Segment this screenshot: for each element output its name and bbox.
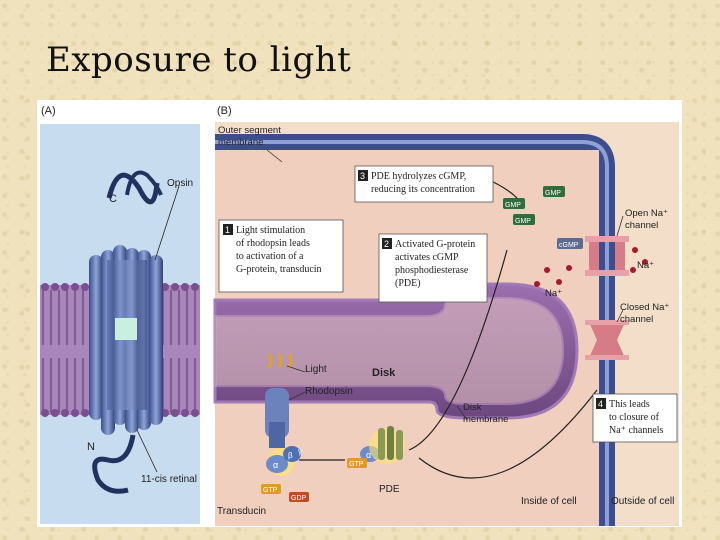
gtp-token-1: GTP bbox=[263, 487, 278, 494]
panel-b-label: (B) bbox=[217, 105, 232, 117]
cgmp-token: cGMP bbox=[559, 242, 579, 249]
step-number-2: 2 bbox=[384, 239, 389, 249]
closed-channel-label-2: channel bbox=[620, 314, 653, 325]
figure-svg: (A) C Opsin N 11-cis retinal (B) bbox=[37, 100, 679, 527]
gmp-molecules: GMP GMP GMP cGMP bbox=[503, 186, 583, 249]
alpha-subunit-active: α bbox=[366, 450, 371, 460]
closed-na-channel bbox=[585, 320, 629, 360]
sodium-ions bbox=[534, 247, 648, 287]
step-3-line-2: reducing its concentration bbox=[371, 184, 475, 195]
closed-channel-label-1: Closed Na⁺ bbox=[620, 302, 669, 313]
light-label: Light bbox=[305, 364, 327, 375]
panel-b: (B) GMP GMP bbox=[213, 105, 679, 526]
gmp-token-3: GMP bbox=[505, 202, 521, 209]
opsin-helices bbox=[89, 170, 163, 494]
disk-membrane-label-2: membrane bbox=[463, 414, 508, 425]
gmp-token-1: GMP bbox=[545, 190, 561, 197]
transducin-label: Transducin bbox=[217, 506, 266, 517]
step-number-4: 4 bbox=[598, 399, 603, 409]
step-1-line-2: of rhodopsin leads bbox=[236, 238, 310, 249]
step-box-4: 4 This leads to closure of Na⁺ channels bbox=[592, 393, 678, 443]
slide-title: Exposure to light bbox=[46, 40, 352, 80]
n-terminal-label: N bbox=[87, 441, 95, 453]
na-inside-label: Na⁺ bbox=[545, 288, 562, 299]
inside-cell-label: Inside of cell bbox=[521, 496, 577, 507]
open-na-channel bbox=[585, 236, 629, 276]
rhodopsin-figure: (A) C Opsin N 11-cis retinal (B) bbox=[37, 100, 682, 527]
step-2-line-1: Activated G-protein bbox=[395, 239, 475, 250]
gamma-subunit: γ bbox=[298, 447, 302, 456]
step-1-line-1: Light stimulation bbox=[236, 225, 305, 236]
transducin-protein: α β γ GTP GDP bbox=[261, 446, 309, 502]
step-2-line-2: activates cGMP bbox=[395, 252, 459, 263]
pointer-lines bbox=[266, 149, 624, 421]
step-box-2: 2 Activated G-protein activates cGMP pho… bbox=[378, 233, 488, 303]
na-outside-label: Na⁺ bbox=[637, 260, 654, 271]
open-channel-label-2: channel bbox=[625, 220, 658, 231]
outer-membrane-label-2: membrane bbox=[218, 137, 263, 148]
gmp-token-2: GMP bbox=[515, 218, 531, 225]
alpha-subunit: α bbox=[273, 460, 278, 470]
n-terminal-chain bbox=[92, 434, 136, 494]
outside-cell-label: Outside of cell bbox=[611, 496, 674, 507]
gtp-token-2: GTP bbox=[349, 461, 364, 468]
step-4-line-3: Na⁺ channels bbox=[609, 425, 664, 436]
disk-label: Disk bbox=[372, 367, 396, 379]
panel-a: (A) C Opsin N 11-cis retinal bbox=[37, 100, 209, 527]
pde-enzyme bbox=[369, 426, 405, 464]
retinal-chromophore bbox=[115, 318, 137, 340]
retinal-label: 11-cis retinal bbox=[141, 474, 197, 485]
opsin-label: Opsin bbox=[167, 178, 193, 189]
step-4-line-2: to closure of bbox=[609, 412, 660, 423]
disk-membrane-label-1: Disk bbox=[463, 402, 482, 413]
step-box-1: 1 Light stimulation of rhodopsin leads t… bbox=[218, 219, 344, 293]
panel-a-label: (A) bbox=[41, 105, 56, 117]
step-2-line-3: phosphodiesterase bbox=[395, 265, 469, 276]
step-1-line-4: G-protein, transducin bbox=[236, 264, 322, 275]
step-number-1: 1 bbox=[225, 225, 230, 235]
rhodopsin-protein bbox=[265, 353, 293, 448]
step-4-line-1: This leads bbox=[609, 399, 650, 410]
step-3-line-1: PDE hydrolyzes cGMP, bbox=[371, 171, 466, 182]
step-1-line-3: to activation of a bbox=[236, 251, 304, 262]
step-box-3: 3 PDE hydrolyzes cGMP, reducing its conc… bbox=[354, 165, 494, 203]
beta-subunit: β bbox=[288, 451, 293, 460]
step-number-3: 3 bbox=[360, 171, 365, 181]
outer-membrane-label-1: Outer segment bbox=[218, 125, 281, 136]
c-terminal-label: C bbox=[109, 193, 117, 205]
pde-label: PDE bbox=[379, 484, 400, 495]
open-channel-label-1: Open Na⁺ bbox=[625, 208, 668, 219]
gdp-token: GDP bbox=[291, 495, 307, 502]
rhodopsin-label: Rhodopsin bbox=[305, 386, 353, 397]
step-2-line-4: (PDE) bbox=[395, 278, 421, 289]
